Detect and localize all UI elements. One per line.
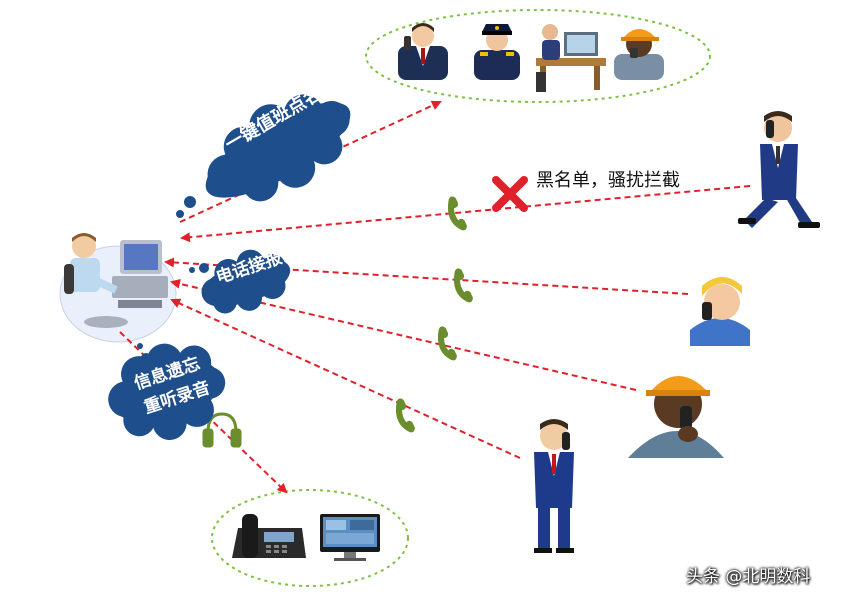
replay-cloud (108, 343, 226, 441)
construction-worker-small-icon (614, 29, 664, 80)
suited-man-on-phone-icon (534, 419, 574, 553)
phone-handset-icon (437, 326, 457, 361)
arrow-from-walking-man (180, 185, 751, 243)
walking-businessman-icon (738, 111, 820, 228)
desk-phone-icon (232, 514, 306, 558)
phone-handset-icon (453, 268, 473, 303)
watermark: 头条 @北明数科 (686, 567, 811, 587)
construction-worker-icon (628, 376, 724, 458)
phone-handset-icon (447, 196, 467, 231)
red-x-block-icon (492, 176, 528, 212)
phone-answer-cloud (189, 249, 291, 314)
police-officer-icon (474, 24, 520, 80)
monitor-icon (320, 514, 380, 561)
arrow-from-suited-man (170, 298, 521, 459)
duty-businessman-icon (398, 23, 448, 80)
duty-staff-group (365, 9, 711, 103)
operator-at-computer-icon (59, 233, 177, 343)
blacklist-label: 黑名单，骚扰拦截 (536, 170, 680, 191)
recording-devices-group (211, 489, 409, 587)
man-on-phone-icon (690, 277, 750, 346)
rollcall-cloud (176, 94, 351, 218)
office-worker-desk-icon (536, 24, 606, 92)
phone-handset-icon (395, 398, 415, 433)
headphones-icon (202, 412, 242, 448)
